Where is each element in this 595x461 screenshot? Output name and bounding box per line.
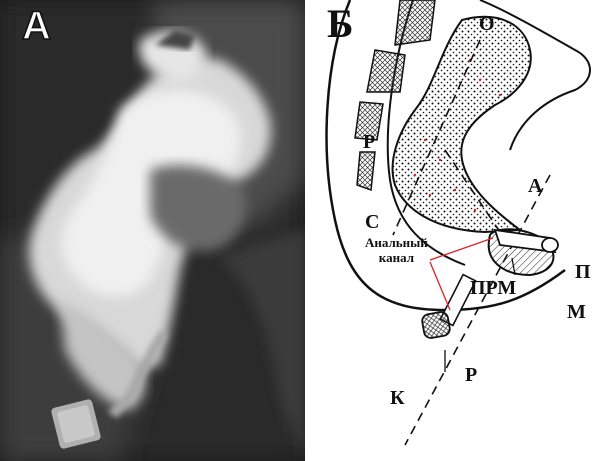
label-p: П — [575, 262, 591, 282]
xray-panel: А — [0, 0, 305, 461]
rectum-shape — [393, 17, 531, 232]
label-o: О — [479, 14, 495, 34]
label-r-top: Р — [363, 132, 375, 152]
schematic-drawing — [305, 0, 595, 461]
label-m: М — [567, 302, 586, 322]
label-k: К — [390, 388, 405, 408]
vertebra-4 — [357, 152, 375, 190]
balloon — [421, 311, 451, 339]
vertebra-1 — [395, 0, 435, 45]
label-s: С — [365, 212, 379, 232]
vertebra-2 — [367, 50, 405, 92]
label-prm: ПРМ — [470, 278, 516, 298]
schematic-panel: Б О Р С А Анальный канал П ПРМ М Р К — [305, 0, 595, 461]
annotation-line-2: канал — [379, 250, 414, 265]
label-r-bottom: Р — [465, 365, 477, 385]
anal-canal-annotation: Анальный канал — [365, 236, 428, 266]
xray-image — [0, 0, 305, 461]
label-a: А — [528, 176, 542, 196]
panel-a-label: А — [22, 6, 51, 46]
annotation-line-1: Анальный — [365, 235, 428, 250]
panel-b-label: Б — [327, 4, 353, 44]
